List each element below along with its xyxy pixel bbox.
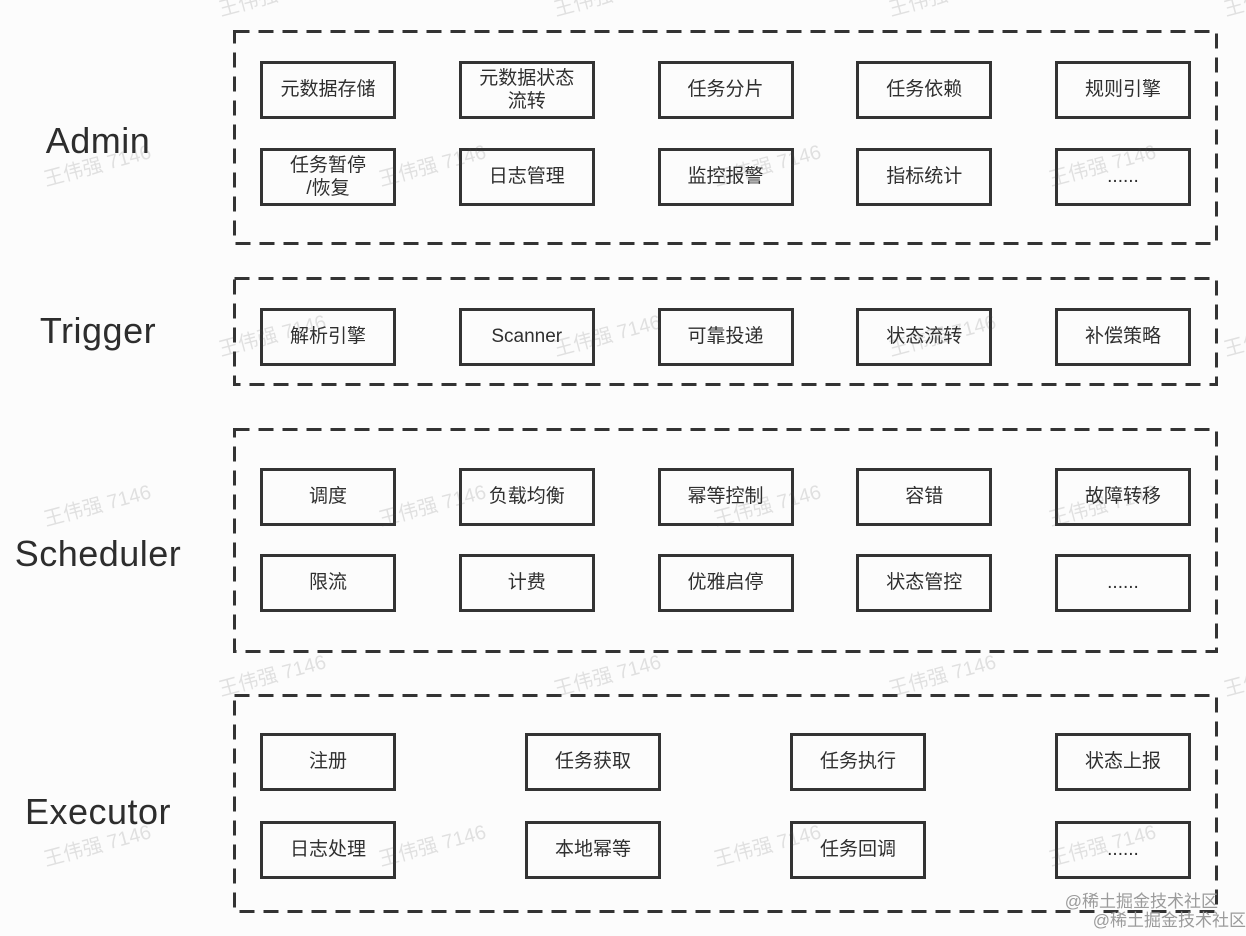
feature-box-reliable-delivery: 可靠投递 (657, 308, 794, 366)
feature-box-log-processing: 日志处理 (260, 821, 396, 879)
section-label-admin: Admin (45, 120, 151, 161)
feature-box-metadata-state-flow: 元数据状态 流转 (458, 61, 595, 119)
feature-box-metric-stats: 指标统计 (856, 148, 993, 206)
feature-box-more: ...... (1055, 148, 1191, 206)
watermark-text: 王伟强 7146 (41, 481, 154, 532)
watermark-text: 王伟强 7146 (1221, 651, 1246, 702)
feature-box-metadata-storage: 元数据存储 (260, 61, 396, 119)
feature-box-fault-tolerance: 容错 (856, 468, 993, 526)
box-row: 日志处理 本地幂等 任务回调 ...... (260, 821, 1191, 879)
feature-box-failover: 故障转移 (1055, 468, 1191, 526)
dashed-border (233, 30, 1218, 245)
feature-box-billing: 计费 (458, 554, 595, 612)
box-row: 注册 任务获取 任务执行 状态上报 (260, 733, 1191, 791)
feature-box-dispatch: 调度 (260, 468, 396, 526)
feature-box-log-management: 日志管理 (458, 148, 595, 206)
box-row: 任务暂停 /恢复 日志管理 监控报警 指标统计 ...... (260, 148, 1191, 206)
feature-box-task-sharding: 任务分片 (657, 61, 794, 119)
feature-box-graceful-start-stop: 优雅启停 (657, 554, 794, 612)
section-label-executor: Executor (24, 791, 172, 832)
feature-box-register: 注册 (260, 733, 396, 791)
box-row: 限流 计费 优雅启停 状态管控 ...... (260, 554, 1191, 612)
feature-box-compensation-strategy: 补偿策略 (1055, 308, 1191, 366)
dashed-border (233, 428, 1218, 653)
dashed-border (233, 277, 1218, 386)
section-container-trigger: 解析引擎 Scanner 可靠投递 状态流转 补偿策略 (233, 277, 1218, 386)
section-label-scheduler: Scheduler (14, 533, 182, 574)
feature-box-more: ...... (1055, 821, 1191, 879)
feature-box-load-balance: 负载均衡 (458, 468, 595, 526)
feature-box-scanner: Scanner (458, 308, 595, 366)
feature-box-more: ...... (1055, 554, 1191, 612)
feature-box-status-report: 状态上报 (1055, 733, 1191, 791)
feature-box-idempotent-control: 幂等控制 (657, 468, 794, 526)
watermark-text: 王伟强 7146 (885, 0, 999, 22)
feature-box-task-execute: 任务执行 (790, 733, 926, 791)
feature-box-task-callback: 任务回调 (790, 821, 926, 879)
box-row: 元数据存储 元数据状态 流转 任务分片 任务依赖 规则引擎 (260, 61, 1191, 119)
feature-box-task-fetch: 任务获取 (525, 733, 661, 791)
box-row: 调度 负载均衡 幂等控制 容错 故障转移 (260, 468, 1191, 526)
dashed-border (233, 694, 1218, 913)
feature-box-state-flow: 状态流转 (856, 308, 993, 366)
section-container-admin: 元数据存储 元数据状态 流转 任务分片 任务依赖 规则引擎 任务暂停 /恢复 日… (233, 30, 1218, 245)
feature-box-state-control: 状态管控 (856, 554, 993, 612)
feature-box-rule-engine: 规则引擎 (1055, 61, 1191, 119)
community-credit: @稀土掘金技术社区 (1064, 892, 1218, 911)
feature-box-monitor-alert: 监控报警 (657, 148, 794, 206)
section-container-executor: 注册 任务获取 任务执行 状态上报 日志处理 本地幂等 任务回调 ...... (233, 694, 1218, 913)
box-row: 解析引擎 Scanner 可靠投递 状态流转 补偿策略 (260, 308, 1191, 366)
feature-box-parse-engine: 解析引擎 (260, 308, 396, 366)
watermark-text: 王伟强 7146 (1221, 311, 1246, 362)
feature-box-task-pause-resume: 任务暂停 /恢复 (260, 148, 396, 206)
section-label-trigger: Trigger (39, 310, 157, 351)
watermark-text: 王伟强 7146 (1220, 0, 1246, 22)
watermark-text: 王伟强 7146 (550, 0, 664, 22)
watermark-text: 王伟强 7146 (215, 0, 329, 22)
feature-box-task-dependency: 任务依赖 (856, 61, 993, 119)
feature-box-local-idempotent: 本地幂等 (525, 821, 661, 879)
community-credit: @稀土掘金技术社区 (1092, 911, 1246, 930)
feature-box-rate-limit: 限流 (260, 554, 396, 612)
section-container-scheduler: 调度 负载均衡 幂等控制 容错 故障转移 限流 计费 优雅启停 状态管控 ...… (233, 428, 1218, 653)
